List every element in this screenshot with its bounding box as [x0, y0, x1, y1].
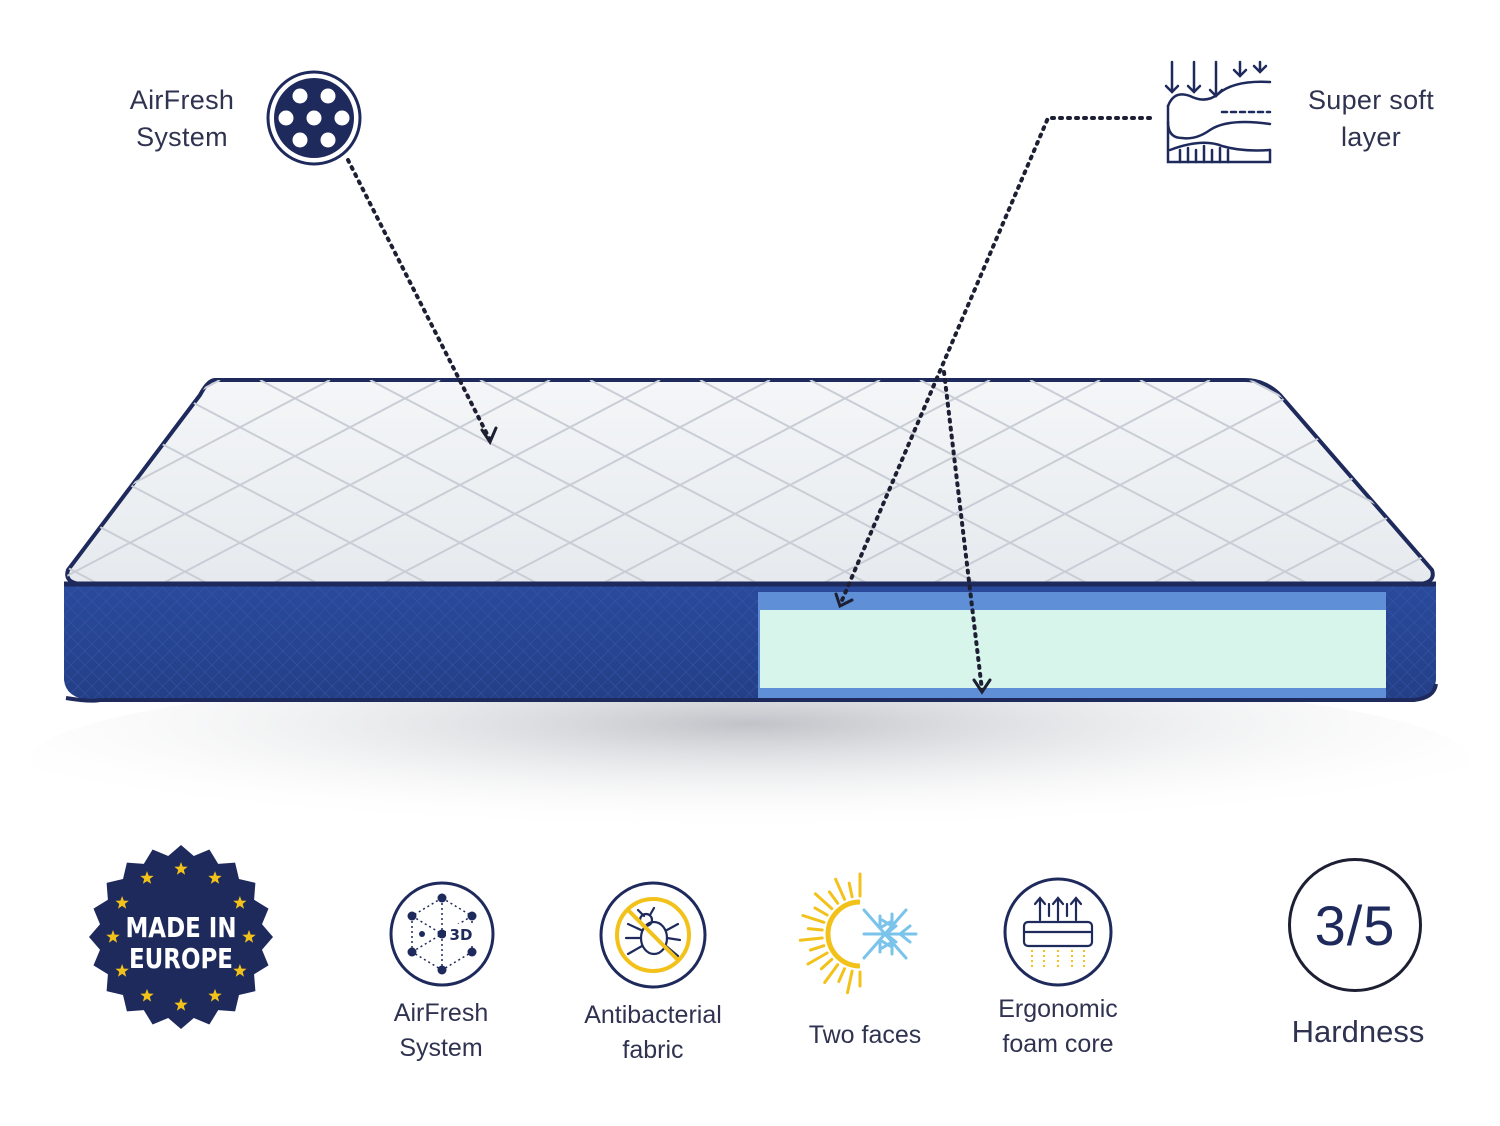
foam-core-icon — [1003, 877, 1113, 987]
feature-two-faces-label: Two faces — [765, 1018, 965, 1053]
feature-two-faces-line1: Two faces — [808, 1021, 922, 1049]
foam-core — [760, 610, 1386, 688]
compression-layer-icon — [1164, 60, 1272, 164]
feature-antibacterial-label: Antibacterial fabric — [553, 998, 753, 1068]
badge-star — [233, 896, 247, 909]
soft-layer-callout-line1: Super soft — [1307, 85, 1435, 115]
hardness-value: 3/5 — [1314, 893, 1396, 957]
badge-line1: MADE IN — [125, 912, 236, 945]
feature-foam-core-line2: foam core — [1002, 1030, 1114, 1058]
sun-snowflake-icon — [798, 872, 918, 995]
badge-star — [140, 871, 154, 884]
no-mites-icon — [599, 881, 707, 989]
feature-foam-core-line1: Ergonomic — [998, 995, 1118, 1023]
feature-airfresh-line2: System — [399, 1034, 483, 1062]
feature-antibacterial-line2: fabric — [622, 1036, 684, 1064]
made-in-europe-badge: MADE IN EUROPE — [89, 845, 273, 1029]
svg-text:3D: 3D — [450, 926, 473, 944]
badge-star — [208, 871, 222, 884]
mattress-illustration — [30, 116, 1470, 850]
soft-layer-pointer-line — [838, 116, 1152, 607]
soft-layer-callout-label: Super soft layer — [1296, 82, 1446, 156]
badge-star — [208, 988, 222, 1002]
feature-antibacterial-line1: Antibacterial — [584, 1001, 722, 1029]
soft-layer-callout-line2: layer — [1340, 122, 1402, 152]
hardness-label: Hardness — [1291, 1014, 1425, 1049]
feature-airfresh-label: AirFresh System — [341, 996, 541, 1066]
badge-star — [242, 930, 256, 943]
badge-line2: EUROPE — [129, 943, 233, 976]
badge-star — [115, 964, 129, 977]
badge-star — [233, 964, 247, 977]
badge-star — [174, 998, 188, 1011]
3d-airflow-icon: 3D — [389, 881, 495, 987]
badge-star — [115, 896, 129, 909]
airfresh-callout-line2: System — [136, 122, 228, 152]
foam-core-pointer-line — [942, 370, 984, 692]
feature-airfresh-line1: AirFresh — [393, 999, 489, 1027]
airflow-holes-icon — [266, 70, 362, 166]
airfresh-callout-line1: AirFresh — [129, 85, 235, 115]
badge-star — [106, 930, 120, 943]
hardness-rating-circle: 3/5 — [1288, 858, 1422, 992]
badge-star — [174, 862, 188, 875]
mattress-shadow — [30, 670, 1470, 850]
airfresh-callout-label: AirFresh System — [112, 82, 252, 156]
badge-star — [140, 988, 154, 1002]
feature-foam-core-label: Ergonomic foam core — [958, 992, 1158, 1062]
